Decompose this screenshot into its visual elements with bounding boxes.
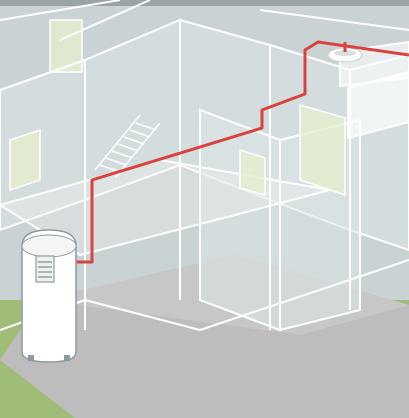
structure-lines (0, 0, 409, 331)
staircase (94, 114, 161, 179)
top-band (0, 0, 409, 6)
bathtub (347, 70, 409, 140)
hot-water-pipe (72, 40, 409, 264)
water-heater (21, 229, 77, 363)
vent-grille (35, 255, 55, 283)
